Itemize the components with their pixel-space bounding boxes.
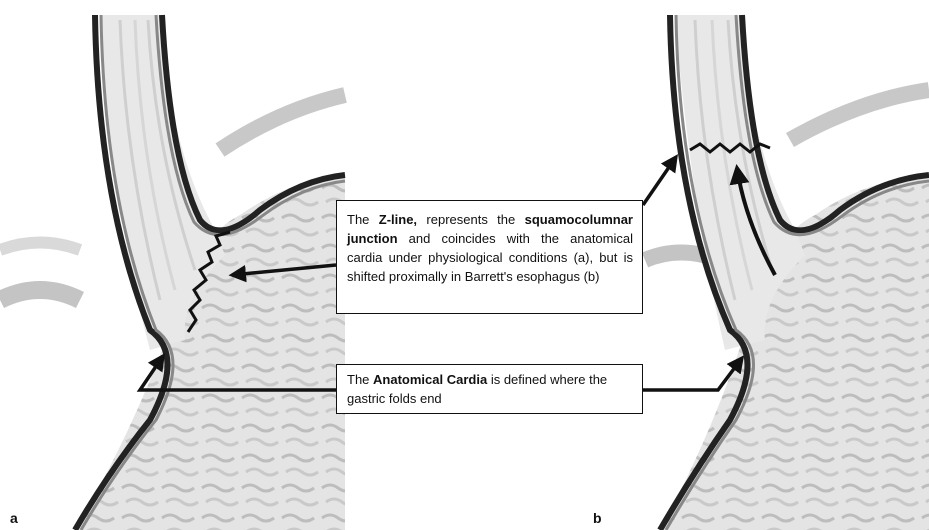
zline-arrow-b — [643, 157, 676, 205]
panel-a-anatomy — [0, 15, 345, 530]
diaphragm-left-a — [0, 290, 80, 300]
panel-label-b: b — [593, 510, 602, 526]
diaphragm-right-b — [790, 90, 929, 140]
zline-text-1: The — [347, 212, 369, 227]
z-line-callout: The Z-line, represents the squamocolumna… — [336, 200, 643, 314]
panel-label-a: a — [10, 510, 18, 526]
anatomical-cardia-callout: The Anatomical Cardia is defined where t… — [336, 364, 643, 414]
anatomical-cardia-term: Anatomical Cardia — [373, 372, 487, 387]
zline-term: Z-line, — [379, 212, 417, 227]
cardia-text-1: The — [347, 372, 369, 387]
zline-text-2: represents the — [426, 212, 515, 227]
diaphragm-right-a — [220, 95, 345, 150]
panel-b-anatomy — [643, 15, 929, 530]
